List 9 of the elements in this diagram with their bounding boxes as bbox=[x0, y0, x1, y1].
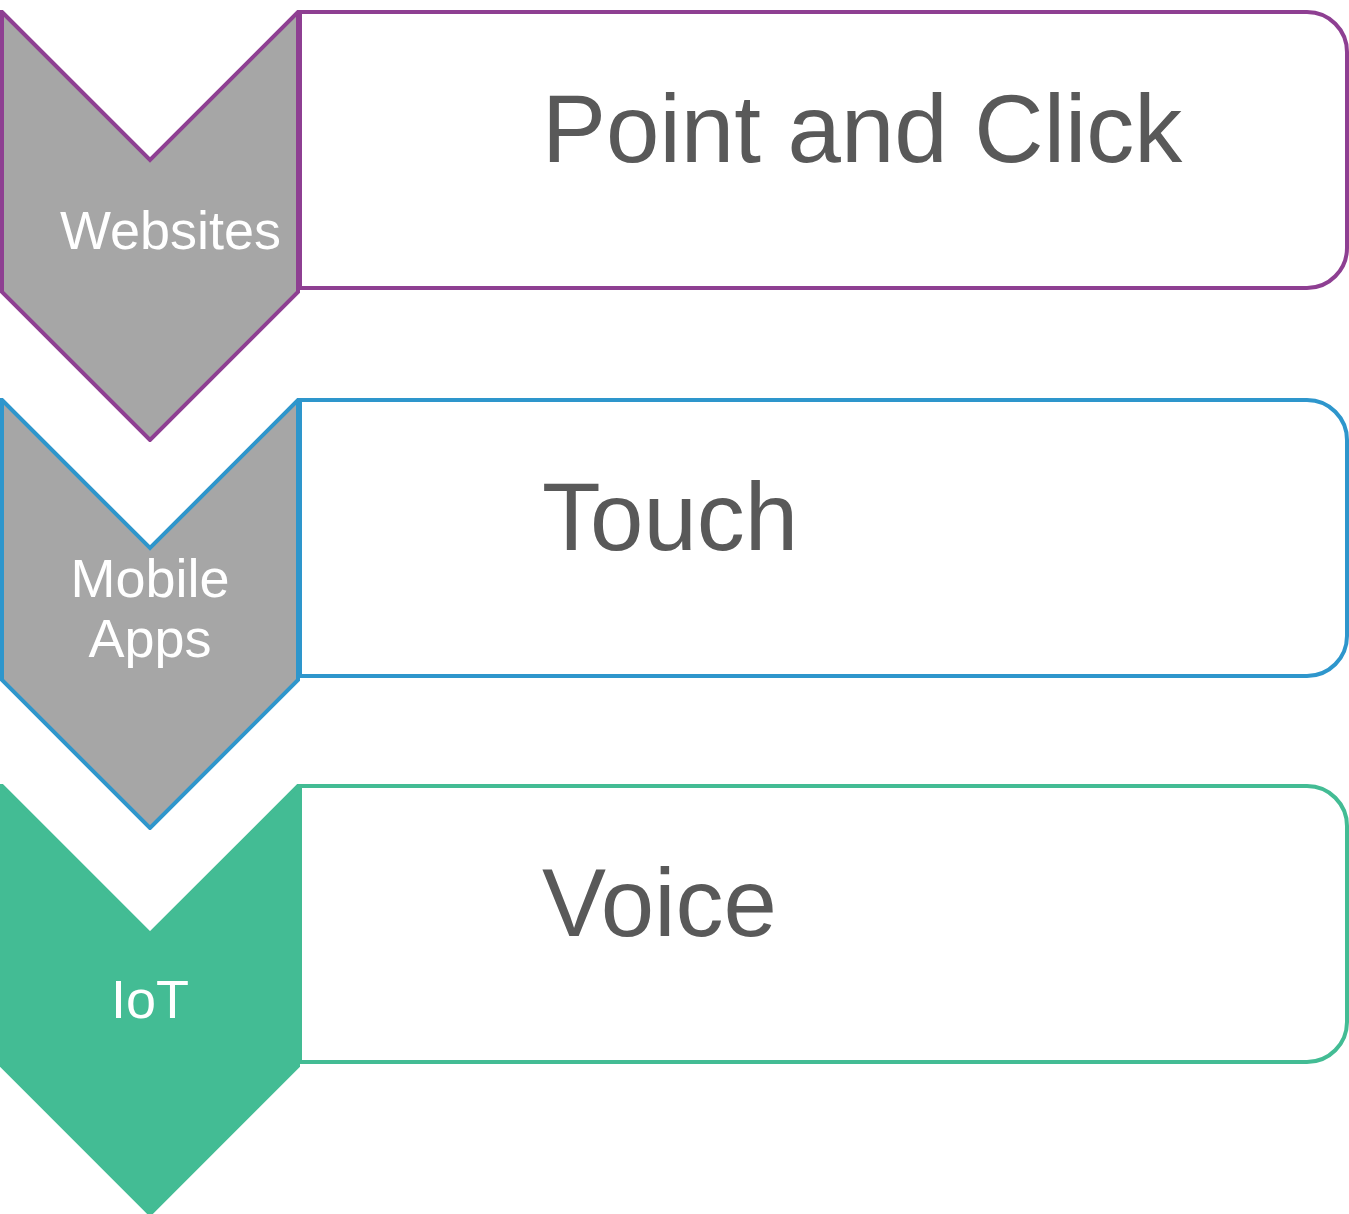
chevron-label: IoT bbox=[110, 969, 190, 1029]
box-label: Point and Click bbox=[542, 74, 1183, 184]
box-label: Voice bbox=[542, 848, 777, 958]
box-label: Touch bbox=[542, 462, 799, 572]
chevron-label: Mobile Apps bbox=[69, 548, 231, 668]
chevron-label: Websites bbox=[59, 200, 283, 260]
content-box bbox=[298, 784, 1349, 1064]
content-box bbox=[298, 10, 1349, 290]
content-box bbox=[298, 398, 1349, 678]
